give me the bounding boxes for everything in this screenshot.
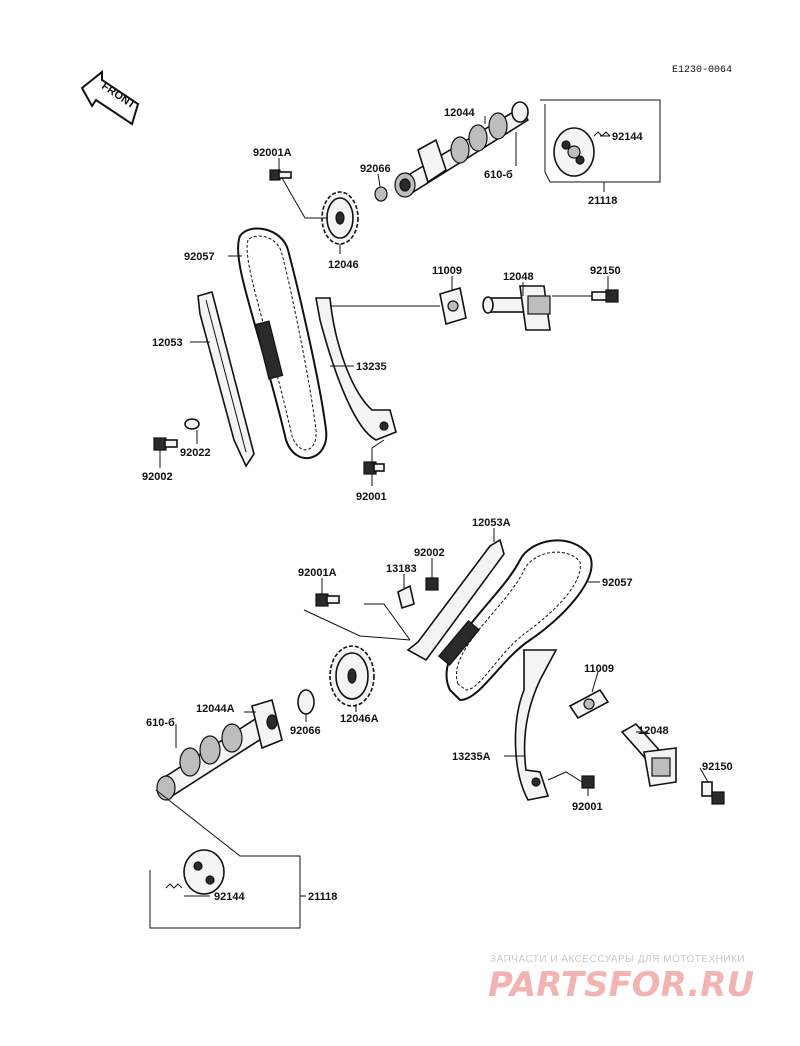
label-21118-bottom: 21118 <box>308 891 337 903</box>
label-12046: 12046 <box>328 259 359 271</box>
diagram-code: E1230-0064 <box>672 65 732 76</box>
tensioner-12048-bottom <box>620 722 677 787</box>
bolt-92150-top <box>591 289 619 303</box>
camshaft-top <box>394 101 530 198</box>
washer-92022 <box>184 418 200 430</box>
cam-plate-top <box>540 99 661 183</box>
gasket-11009-bottom <box>568 688 610 720</box>
guide-13235 <box>315 297 397 441</box>
label-92001A-bottom: 92001A <box>298 567 337 579</box>
sprocket-12046A <box>329 645 375 707</box>
bolt-92002-top <box>153 437 178 451</box>
label-13235A: 13235A <box>452 751 491 763</box>
watermark-tagline: ЗАПЧАСТИ И АКСЕССУАРЫ ДЛЯ МОТОТЕХНИКИ <box>490 954 745 965</box>
bolt-92001-bottom <box>581 775 595 789</box>
part-13183 <box>397 584 415 610</box>
label-92002-top: 92002 <box>142 471 173 483</box>
bushing-92066-bottom <box>297 689 315 715</box>
label-12048-top: 12048 <box>503 271 534 283</box>
label-92022: 92022 <box>180 447 211 459</box>
label-12044: 12044 <box>444 107 475 119</box>
label-21118-top: 21118 <box>588 195 617 207</box>
label-92001-bottom: 92001 <box>572 801 603 813</box>
label-12053A: 12053A <box>472 517 511 529</box>
label-12044A: 12044A <box>196 703 235 715</box>
guide-13235A <box>514 649 558 801</box>
label-12053: 12053 <box>152 337 183 349</box>
label-610-top: 610-б <box>484 169 513 181</box>
label-11009-top: 11009 <box>432 265 462 277</box>
gasket-11009-top <box>439 286 467 326</box>
spring-92144-bottom <box>165 883 183 889</box>
bolt-92001-top <box>363 461 385 475</box>
bolt-92001A-bottom <box>315 593 340 607</box>
label-610-bottom: 610-б <box>146 717 175 729</box>
label-92001-top: 92001 <box>356 491 387 503</box>
label-92144-bottom: 92144 <box>214 891 245 903</box>
label-92150-top: 92150 <box>590 265 621 277</box>
label-92066-top: 92066 <box>360 163 391 175</box>
bolt-92002-bottom <box>425 577 439 591</box>
label-92066-bottom: 92066 <box>290 725 321 737</box>
cam-plate-bottom <box>149 789 301 929</box>
bolt-92001A-top <box>269 169 292 181</box>
label-92001A-top: 92001A <box>253 147 292 159</box>
label-11009-bottom: 11009 <box>584 663 614 675</box>
bolt-92150-bottom <box>701 781 725 805</box>
label-92057-bottom: 92057 <box>602 577 633 589</box>
chain-92057-bottom <box>438 539 593 702</box>
guide-12053 <box>197 291 255 468</box>
bushing-92066-top <box>374 186 388 202</box>
chain-92057-top <box>237 227 328 460</box>
label-12048-bottom: 12048 <box>638 725 669 737</box>
watermark-logo: PARTSFOR.RU <box>488 965 754 1005</box>
tensioner-12048-top <box>482 285 551 331</box>
front-arrow-icon: FRONT <box>80 69 140 126</box>
spring-92144-top <box>593 131 611 137</box>
label-13235: 13235 <box>356 361 387 373</box>
camshaft-bottom <box>156 698 283 801</box>
label-92144-top: 92144 <box>612 131 643 143</box>
label-92150-bottom: 92150 <box>702 761 733 773</box>
label-92057-top: 92057 <box>184 251 215 263</box>
label-12046A: 12046A <box>340 713 379 725</box>
label-13183: 13183 <box>386 563 417 575</box>
guide-12053A <box>406 538 505 662</box>
label-92002-bottom: 92002 <box>414 547 445 559</box>
